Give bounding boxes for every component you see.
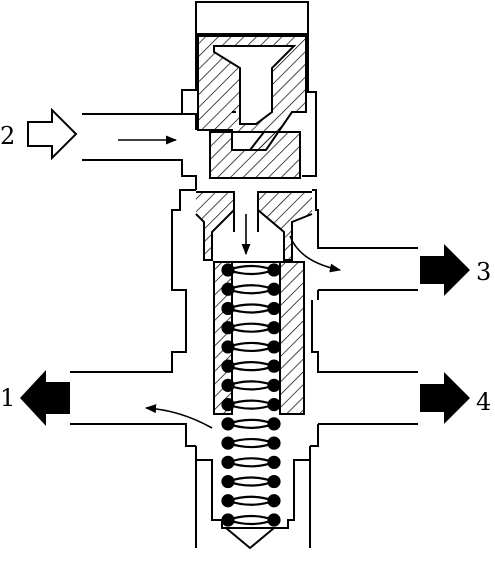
spring-coil xyxy=(227,495,275,506)
port-3-label: 3 xyxy=(476,258,491,286)
spring-coil xyxy=(227,399,275,410)
spring-coil-end xyxy=(221,474,235,489)
spring-coil-end xyxy=(267,494,281,508)
spring-coil xyxy=(227,322,275,333)
spring-coil-end xyxy=(221,301,235,316)
cone-tip xyxy=(225,527,275,550)
top-cap xyxy=(195,1,309,35)
spring-coil-end xyxy=(221,282,235,296)
spool-frame xyxy=(214,261,304,415)
port-4-label: 4 xyxy=(476,388,491,416)
port-2-label: 2 xyxy=(0,122,15,150)
spring-coil-end xyxy=(221,494,235,508)
seat-right xyxy=(257,191,313,261)
spring-coil-end xyxy=(267,359,281,373)
spring-coil-end xyxy=(221,455,235,469)
port-3-pipe xyxy=(318,247,418,291)
seat-center-channel xyxy=(233,210,259,232)
spring-coil xyxy=(227,264,275,276)
port-1-label: 1 xyxy=(0,384,15,412)
spring-coil-end xyxy=(221,417,235,431)
t-slot xyxy=(213,45,297,125)
port-1-arrow-icon xyxy=(20,370,70,426)
port-2-pipe xyxy=(82,113,197,190)
spring-coil xyxy=(227,380,275,391)
spring-coil-end xyxy=(267,455,281,469)
spring-coil-end xyxy=(267,340,281,354)
spring-coil xyxy=(227,437,275,449)
spring-coil-end xyxy=(221,359,235,373)
spring-coil xyxy=(227,476,275,487)
flow-arrow-port1 xyxy=(144,404,213,429)
spring-coil-end xyxy=(267,513,281,527)
spring-coil xyxy=(227,514,275,526)
spring-coil-end xyxy=(267,301,281,316)
spool-right-wall xyxy=(279,261,305,415)
spring-coil xyxy=(227,341,275,353)
spring-coil-end xyxy=(267,263,281,277)
spring-coil-end xyxy=(267,474,281,489)
spring-coil xyxy=(227,303,275,314)
spring-coil xyxy=(227,418,275,429)
spring-coil-end xyxy=(267,436,281,450)
spring-coil xyxy=(227,457,275,468)
spring xyxy=(221,263,281,527)
spring-coil-end xyxy=(267,378,281,392)
port-4-pipe xyxy=(310,371,418,447)
spring-coil-end xyxy=(267,321,281,335)
port-4-arrow-icon xyxy=(420,372,470,424)
flow-arrow-port3 xyxy=(289,235,342,273)
seat-left xyxy=(195,191,235,261)
port-2-arrow-icon xyxy=(27,107,78,161)
spring-coil-end xyxy=(221,321,235,335)
pilot-piston-notch xyxy=(231,131,267,151)
spring-coil-end xyxy=(267,282,281,296)
lower-bore xyxy=(195,446,310,529)
spring-coil-end xyxy=(221,340,235,354)
lower-housing xyxy=(195,446,311,548)
spring-coil-end xyxy=(221,398,235,412)
spring-coil-end xyxy=(267,417,281,431)
spring-coil xyxy=(227,284,275,295)
spring-coil-end xyxy=(221,513,235,527)
spring-coil-end xyxy=(221,378,235,392)
port-1-pipe xyxy=(70,371,196,447)
spring-coil xyxy=(227,361,275,372)
spring-coil-end xyxy=(267,398,281,412)
upper-housing xyxy=(181,34,317,177)
spring-coil-end xyxy=(221,263,235,277)
port-3-arrow-icon xyxy=(420,244,470,296)
spring-coil-end xyxy=(221,436,235,450)
middle-housing xyxy=(70,189,418,373)
